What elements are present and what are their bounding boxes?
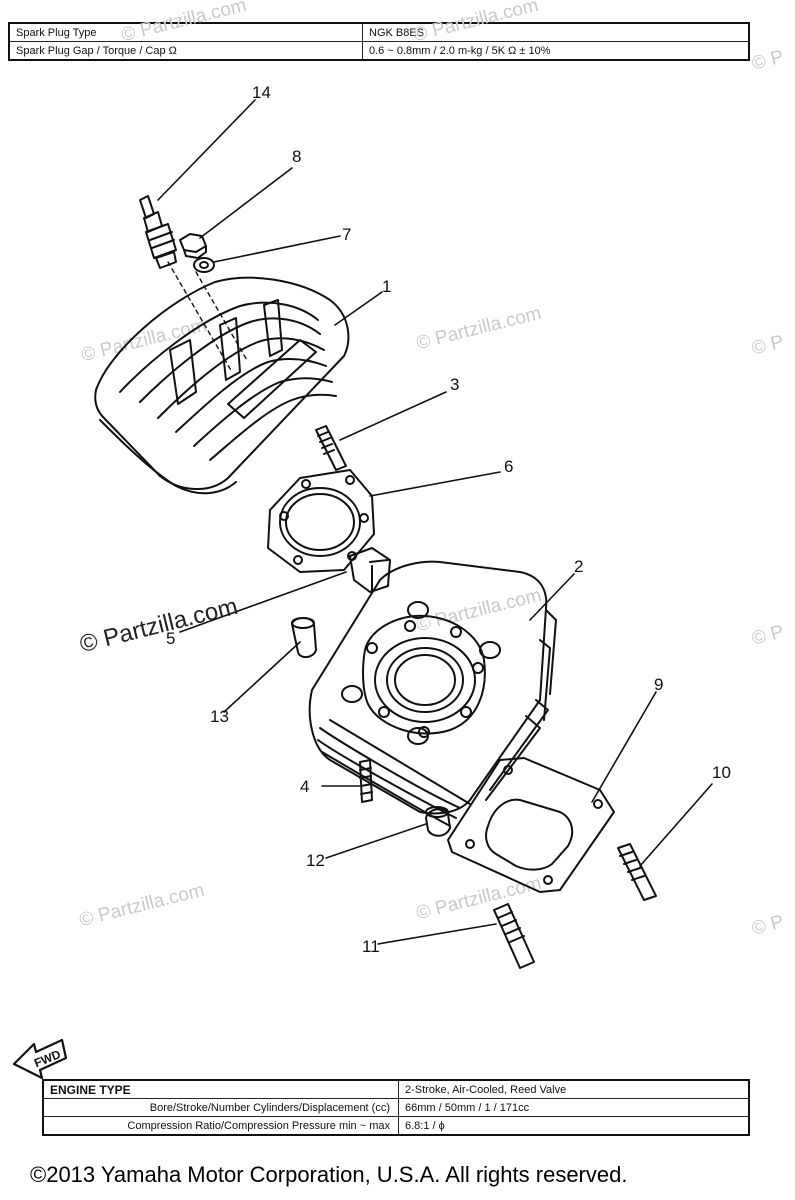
callout-12: 12 — [306, 851, 325, 870]
engine-spec-value: 6.8:1 / ϕ — [398, 1116, 750, 1136]
engine-type-value: 2-Stroke, Air-Cooled, Reed Valve — [398, 1079, 750, 1099]
callout-6: 6 — [504, 457, 513, 476]
table-row: Compression Ratio/Compression Pressure m… — [42, 1116, 750, 1136]
callout-1: 1 — [382, 277, 391, 296]
spec-value: 0.6 ~ 0.8mm / 2.0 m-kg / 5K Ω ± 10% — [362, 41, 750, 61]
dowel-pin-lower-part — [425, 806, 451, 837]
callout-13: 13 — [210, 707, 229, 726]
leader-lines — [157, 99, 713, 945]
head-gasket-part — [267, 469, 375, 573]
callout-14: 14 — [252, 83, 271, 102]
callout-3: 3 — [450, 375, 459, 394]
copyright-notice: ©2013 Yamaha Motor Corporation, U.S.A. A… — [30, 1162, 628, 1187]
small-plug-part — [349, 547, 391, 593]
callout-9: 9 — [654, 675, 663, 694]
callout-7: 7 — [342, 225, 351, 244]
engine-spec-label: Compression Ratio/Compression Pressure m… — [42, 1116, 399, 1136]
table-row: Bore/Stroke/Number Cylinders/Displacemen… — [42, 1098, 750, 1117]
spark-plug-part — [139, 195, 177, 269]
cylinder-exploded-diagram: 14 8 7 1 3 6 5 2 13 4 9 10 12 11 FWD — [12, 83, 731, 1080]
stud-bolt-upper-part — [315, 425, 347, 471]
engine-spec-table: ENGINE TYPE 2-Stroke, Air-Cooled, Reed V… — [42, 1079, 750, 1136]
cap-nut-part — [179, 233, 207, 259]
cylinder-part — [308, 560, 557, 827]
callout-10: 10 — [712, 763, 731, 782]
spec-label: Spark Plug Gap / Torque / Cap Ω — [8, 41, 363, 61]
base-gasket-part — [447, 757, 615, 893]
stud-bolt-front-part — [359, 759, 373, 803]
callout-5: 5 — [166, 629, 175, 648]
spark-plug-spec-table: Spark Plug Type NGK B8ES Spark Plug Gap … — [8, 22, 750, 61]
callout-4: 4 — [300, 777, 309, 796]
table-row: ENGINE TYPE 2-Stroke, Air-Cooled, Reed V… — [42, 1079, 750, 1099]
washer-part — [193, 257, 215, 273]
stud-bolt-bottom-part — [493, 903, 535, 969]
dowel-pin-upper-part — [291, 617, 317, 658]
callout-8: 8 — [292, 147, 301, 166]
fwd-arrow-icon — [12, 1038, 68, 1080]
cylinder-head-part — [94, 276, 350, 495]
callout-2: 2 — [574, 557, 583, 576]
callout-11: 11 — [362, 937, 380, 956]
stud-bolt-right-part — [617, 843, 657, 901]
engine-type-label: ENGINE TYPE — [42, 1079, 399, 1099]
engine-spec-label: Bore/Stroke/Number Cylinders/Displacemen… — [42, 1098, 399, 1117]
table-row: Spark Plug Gap / Torque / Cap Ω 0.6 ~ 0.… — [8, 41, 750, 61]
engine-spec-value: 66mm / 50mm / 1 / 171cc — [398, 1098, 750, 1117]
